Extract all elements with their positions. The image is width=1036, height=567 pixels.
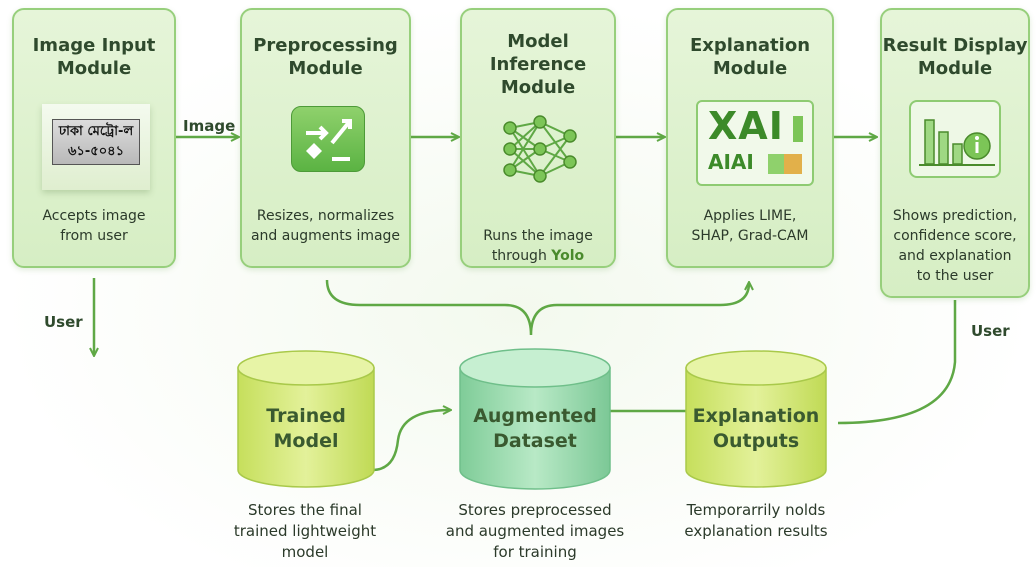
xai-icon-text: XAI — [708, 104, 784, 148]
edge-label-user-right: User — [971, 322, 1010, 340]
brace-preprocessing-explanation — [325, 279, 749, 336]
cylinder-augmented-dataset — [459, 348, 611, 490]
card-title: Preprocessing Module — [253, 35, 398, 79]
card-image-input-module: Image Input Module ঢাকা মেট্রো-ল ৬১-৫০৪১… — [12, 8, 176, 268]
xai-icon-subtext: AIAI — [708, 150, 754, 174]
xai-bar-icon — [793, 116, 803, 142]
xai-icon: XAI AIAI — [696, 100, 814, 186]
model-name-highlight: Yolo — [551, 248, 585, 264]
card-title: Image Input Module — [32, 35, 156, 79]
cylinder-explanation-outputs — [685, 350, 827, 488]
card-description: Applies LIME, SHAP, Grad-CAM — [691, 208, 809, 244]
card-title: Model Inference Module — [489, 31, 587, 98]
link-outputs-to-result — [837, 300, 957, 425]
store-desc-explanation-outputs: Temporarrily nolds explanation results — [684, 501, 828, 540]
card-explanation-module: Explanation Module XAI AIAI Applies LIME… — [666, 8, 834, 268]
bar-chart-icon — [909, 100, 1001, 178]
license-plate-text: ঢাকা মেট্রো-ল ৬১-৫০৪১ — [52, 119, 140, 165]
card-description: Resizes, normalizes and augments image — [250, 208, 401, 244]
xai-bar-icon — [768, 154, 784, 174]
card-model-inference-module: Model Inference Module Runs the image th… — [460, 8, 616, 268]
card-description-prefix: Runs the image through — [483, 228, 593, 264]
store-desc-trained-model: Stores the final trained lightweight mod… — [233, 501, 377, 561]
edge-label-image: Image — [183, 117, 236, 135]
card-description: Runs the image through Yolo — [462, 206, 614, 266]
card-title: Explanation Module — [689, 35, 811, 79]
store-label-augmented-dataset: Augmented Dataset — [473, 405, 597, 452]
neural-network-icon — [503, 115, 577, 183]
transform-icon — [291, 106, 365, 172]
card-description: Shows prediction, confidence score, and … — [892, 208, 1018, 284]
card-preprocessing-module: Preprocessing Module Resizes, normalizes… — [240, 8, 411, 268]
xai-bar-icon — [784, 154, 802, 174]
card-title: Result Display Module — [882, 35, 1028, 79]
cylinder-trained-model — [237, 350, 375, 488]
edge-label-user-left: User — [44, 313, 83, 331]
card-description: Accepts image from user — [42, 208, 146, 244]
arrow-model-to-dataset — [371, 410, 450, 472]
card-result-display-module: Result Display Module Shows prediction, … — [880, 8, 1030, 298]
store-desc-augmented-dataset: Stores preprocessed and augmented images… — [445, 501, 625, 561]
store-label-trained-model: Trained Model — [266, 405, 346, 452]
license-plate-image: ঢাকা মেট্রো-ল ৬১-৫০৪১ — [42, 104, 150, 190]
store-label-explanation-outputs: Explanation Outputs — [692, 405, 820, 452]
